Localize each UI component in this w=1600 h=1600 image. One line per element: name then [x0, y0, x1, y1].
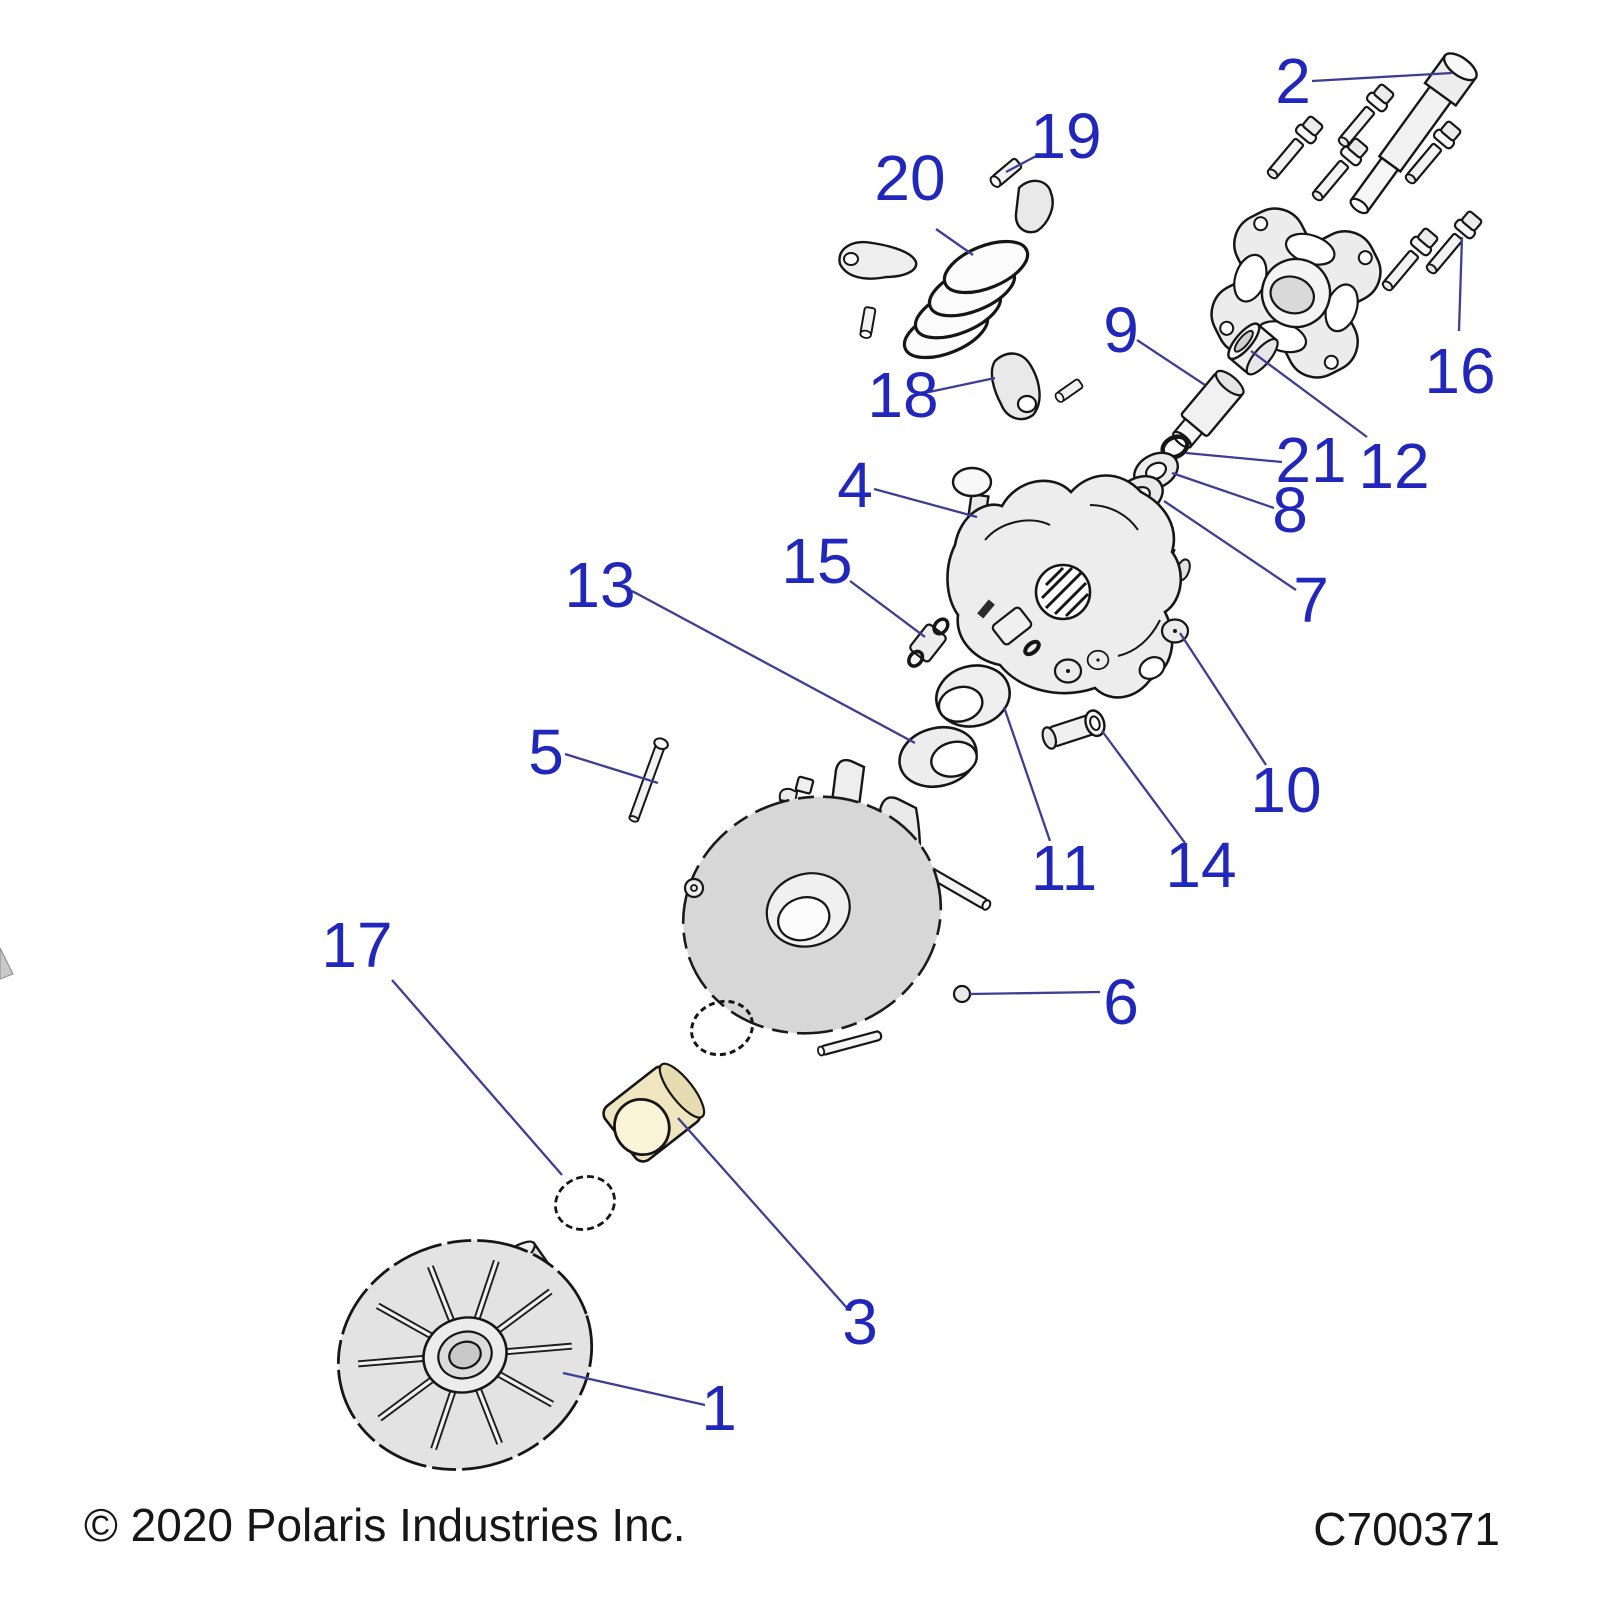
leader-16 — [1457, 236, 1464, 332]
callout-12: 12 — [1358, 430, 1429, 502]
clutch-bushing-lower — [898, 726, 978, 788]
leader-5 — [564, 752, 659, 785]
pivot-bushing-small — [907, 617, 950, 668]
mounting-bolts — [1260, 52, 1486, 297]
small-o-ring — [1023, 639, 1041, 657]
callout-9: 9 — [1103, 294, 1139, 366]
leader-9 — [1136, 339, 1206, 386]
callout-19: 19 — [1030, 100, 1101, 172]
leader-3 — [677, 1117, 848, 1309]
leader-lines — [391, 71, 1464, 1407]
leader-8 — [1171, 471, 1275, 510]
snap-ring — [554, 1175, 616, 1231]
callout-18: 18 — [867, 359, 938, 431]
weight-pin — [1052, 377, 1085, 405]
leader-15 — [849, 580, 926, 638]
callout-6: 6 — [1103, 966, 1139, 1038]
callout-11: 11 — [1031, 832, 1097, 904]
leader-12 — [1250, 350, 1368, 438]
movable-sheave — [681, 758, 992, 1057]
roller — [1053, 658, 1083, 684]
long-center-bolt — [1349, 52, 1478, 215]
callout-20: 20 — [874, 142, 945, 214]
leader-20 — [935, 228, 974, 256]
stud-bolt — [628, 737, 669, 823]
callout-2: 2 — [1275, 45, 1311, 117]
bolt — [1260, 112, 1327, 185]
callout-10: 10 — [1250, 754, 1321, 826]
retainer-collar — [1227, 322, 1279, 376]
weight-pin — [987, 156, 1024, 190]
callout-14: 14 — [1165, 829, 1236, 901]
callout-13: 13 — [564, 549, 635, 621]
retaining-ring — [690, 999, 754, 1057]
leader-2 — [1311, 71, 1453, 83]
document-code: C700371 — [1313, 1503, 1500, 1555]
clutch-bushing-upper — [935, 664, 1011, 728]
roller — [1086, 649, 1110, 671]
leader-11 — [1002, 706, 1052, 842]
callout-17: 17 — [321, 909, 392, 981]
square-nut — [794, 775, 815, 795]
callout-15: 15 — [781, 525, 852, 597]
leader-14 — [1101, 730, 1186, 844]
shaft-spacer — [1172, 369, 1245, 449]
leader-19 — [1005, 152, 1041, 174]
leader-6 — [969, 990, 1101, 996]
callout-7: 7 — [1293, 564, 1329, 636]
clutch-weight-lower — [990, 352, 1041, 421]
drive-bushing-tan — [602, 1062, 706, 1163]
callout-16: 16 — [1424, 335, 1495, 407]
copyright-notice: © 2020 Polaris Industries Inc. — [84, 1499, 686, 1551]
callout-1: 1 — [701, 1372, 737, 1444]
leader-7 — [1163, 500, 1297, 591]
clutch-weight-top — [1014, 179, 1054, 234]
callout-21: 21 — [1275, 424, 1346, 496]
leader-17 — [391, 979, 563, 1176]
cropped-artifact — [0, 947, 14, 980]
leader-21 — [1185, 451, 1283, 464]
leader-13 — [631, 589, 916, 745]
callout-5: 5 — [528, 716, 564, 788]
callout-8: 8 — [1272, 474, 1308, 546]
callout-3: 3 — [842, 1286, 878, 1358]
leader-4 — [873, 487, 978, 519]
dowel-pin — [977, 599, 995, 619]
callout-4: 4 — [837, 449, 873, 521]
roller-bushing — [991, 606, 1033, 646]
callout-labels: 1 2 3 4 5 6 7 8 9 10 11 12 13 14 15 16 1… — [321, 45, 1495, 1444]
leader-10 — [1179, 632, 1267, 766]
flanged-bushing — [1041, 709, 1106, 750]
leader-1 — [562, 1371, 706, 1407]
clutch-spring — [902, 239, 1030, 360]
weight-pin — [858, 305, 877, 340]
hex-plug — [683, 877, 705, 899]
fixed-sheave — [336, 1239, 594, 1471]
bolt — [1331, 80, 1398, 153]
leader-18 — [928, 376, 996, 394]
set-plug — [952, 984, 972, 1004]
clutch-weight-left — [838, 240, 918, 280]
